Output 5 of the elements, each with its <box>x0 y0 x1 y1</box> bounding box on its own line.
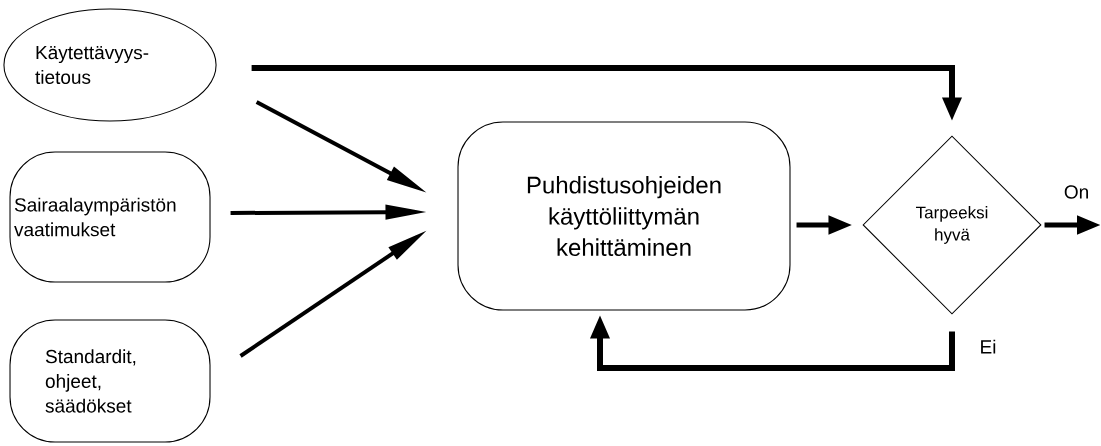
edge-label: On <box>1062 183 1091 201</box>
process-box: Sairaalaympäristön vaatimukset <box>9 151 211 283</box>
edge-label: Ei <box>978 338 998 355</box>
process-box: Standardit, ohjeet, säädökset <box>9 319 211 443</box>
process-box: Puhdistusohjeiden käyttöliittymän kehittäminen <box>457 121 791 311</box>
